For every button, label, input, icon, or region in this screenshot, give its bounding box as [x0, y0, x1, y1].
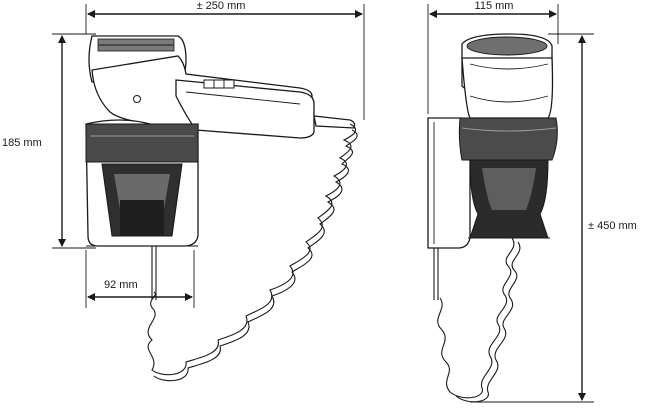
holder-top-band [85, 123, 199, 163]
front-view [427, 33, 558, 403]
total-height-dimension-label: ± 450 mm [588, 220, 637, 232]
depth-dimension-label: 115 mm [475, 0, 514, 12]
front-holder-band [458, 117, 558, 161]
front-coiled-cord [437, 237, 515, 399]
power-switch [203, 79, 235, 89]
coiled-cord [147, 123, 357, 376]
nozzle-grille [97, 38, 175, 52]
holder-width-dimension-label: 92 mm [104, 279, 138, 291]
front-body [461, 57, 554, 119]
side-view [85, 35, 358, 382]
width-dimension-label: ± 250 mm [197, 0, 246, 12]
holder-height-dimension-label: 185 mm [2, 137, 42, 149]
hanging-ring [133, 95, 141, 103]
